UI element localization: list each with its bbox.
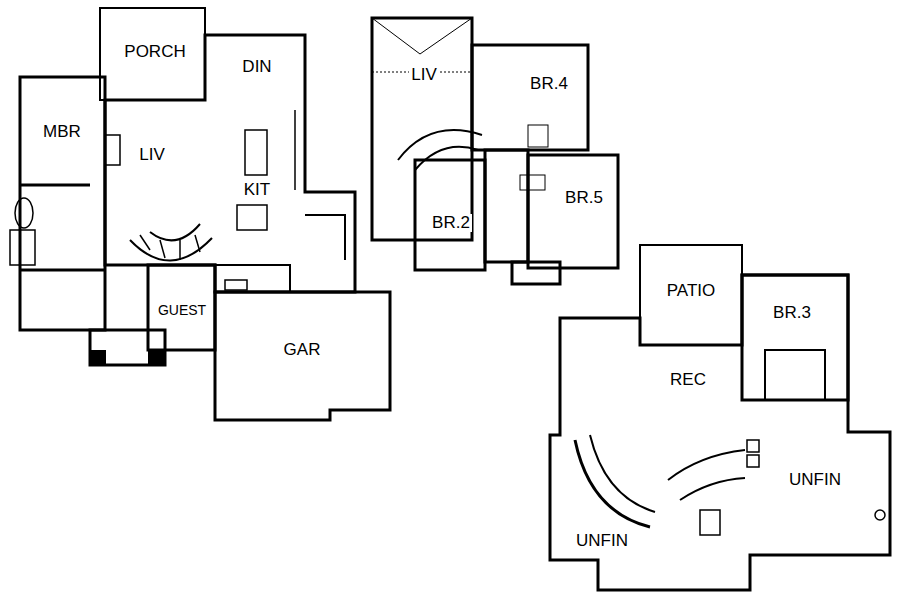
- room-label: BR.3: [771, 304, 813, 323]
- room-label: GAR: [282, 341, 323, 360]
- room-label: BR.4: [528, 75, 570, 94]
- room-label: DIN: [240, 58, 273, 77]
- room-label: UNFIN: [574, 532, 630, 551]
- room-label: REC: [668, 371, 708, 390]
- room-label: PATIO: [665, 282, 718, 301]
- room-label: KIT: [242, 181, 272, 200]
- room-label: LIV: [137, 146, 167, 165]
- room-label: GUEST: [156, 303, 208, 318]
- room-label: BR.5: [563, 189, 605, 208]
- room-label: LIV: [409, 66, 439, 85]
- room-label: BR.2: [430, 214, 472, 233]
- room-label: UNFIN: [787, 471, 843, 490]
- room-label: MBR: [41, 123, 83, 142]
- room-label: PORCH: [122, 43, 187, 62]
